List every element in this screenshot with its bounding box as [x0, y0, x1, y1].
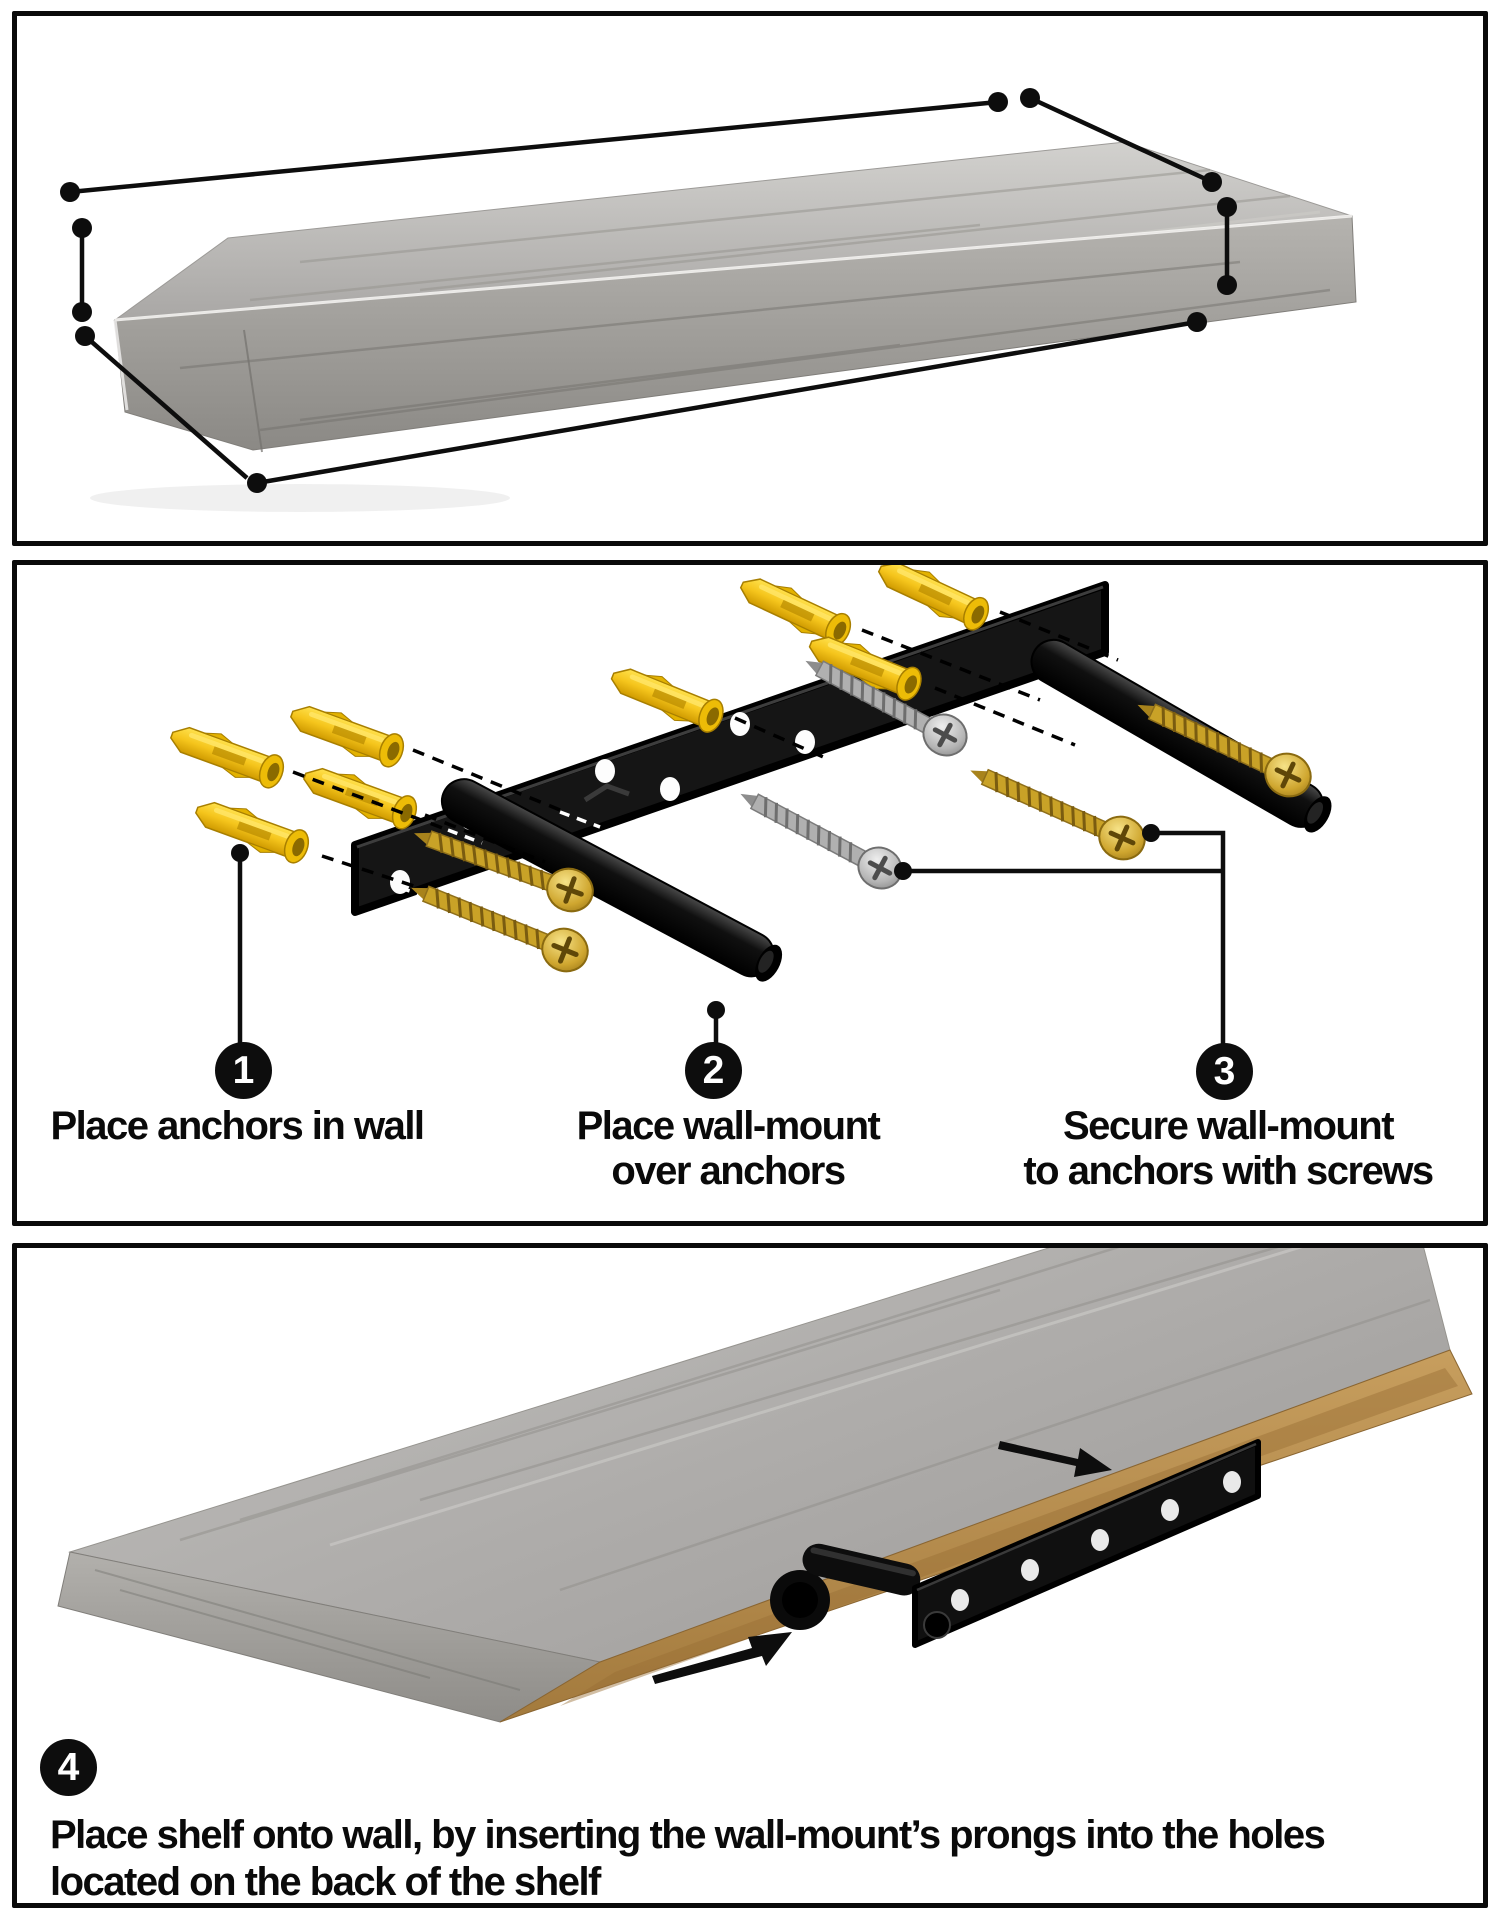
- step-3-number: 3: [1213, 1050, 1236, 1093]
- step-1-number: 1: [232, 1049, 255, 1092]
- mounted-bracket: [912, 1439, 1261, 1648]
- step-3-label: Secure wall-mount to anchors with screws: [968, 1104, 1488, 1194]
- step-3-text-line1: Secure wall-mount: [1062, 1104, 1395, 1148]
- step-2-text-line1: Place wall-mount: [576, 1104, 881, 1148]
- shelf-underside-illustration: [57, 1248, 1473, 1723]
- bracket-prong: [802, 1543, 921, 1596]
- shelf-photo: [113, 141, 1357, 453]
- step-1-text: Place anchors in wall: [50, 1104, 425, 1148]
- dimension-lines: [69, 95, 1230, 486]
- callout-dots: [231, 824, 1160, 1019]
- step-2-badge: 2: [685, 1042, 742, 1099]
- step-4-text-line1: Place shelf onto wall, by inserting the …: [50, 1813, 1326, 1857]
- step-1-badge: 1: [215, 1042, 272, 1099]
- shelf-dimensions-illustration: [60, 88, 1357, 512]
- panel-shelf-dimensions: [12, 11, 1488, 546]
- panel-shelf-mounting: 4 Place shelf onto wall, by inserting th…: [12, 1243, 1488, 1908]
- wall-mount-prong-right: [1030, 638, 1332, 833]
- insert-arrow-lower: [652, 1632, 792, 1684]
- step-2-label: Place wall-mount over anchors: [468, 1104, 988, 1194]
- step-1-label: Place anchors in wall: [7, 1104, 467, 1149]
- step-4-badge: 4: [40, 1739, 97, 1796]
- panel-wall-mount-installation: 1 2 3 Place anchors in wall Place wall-m…: [12, 560, 1488, 1226]
- step-4-text-line2: located on the back of the shelf: [50, 1860, 601, 1904]
- wall-mount-prong-left: [440, 778, 783, 982]
- shelf-shadow: [90, 484, 510, 512]
- insert-arrow-upper: [998, 1441, 1112, 1477]
- step-3-badge: 3: [1196, 1043, 1253, 1100]
- dimension-dots: [60, 88, 1237, 493]
- step-2-number: 2: [702, 1049, 725, 1092]
- step-2-text-line2: over anchors: [611, 1149, 846, 1193]
- alignment-dashed-lines: [292, 610, 1119, 890]
- wall-mount-exploded-illustration: [164, 565, 1332, 1045]
- wall-mount-bracket: [351, 581, 1109, 916]
- step-3-text-line2: to anchors with screws: [1023, 1149, 1434, 1193]
- step-4-number: 4: [57, 1746, 80, 1789]
- step-4-label: Place shelf onto wall, by inserting the …: [50, 1812, 1470, 1906]
- shelf-underside-photo: [57, 1248, 1473, 1723]
